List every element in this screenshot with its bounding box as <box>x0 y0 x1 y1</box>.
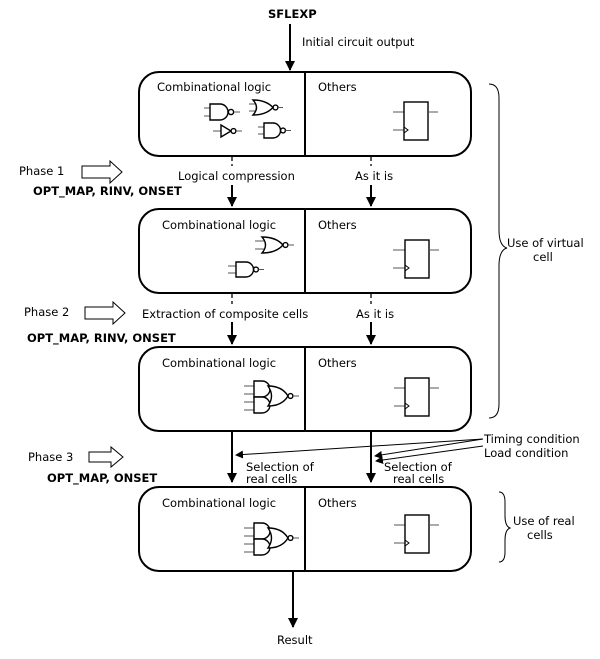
or-gate-icon <box>255 236 294 254</box>
block-1-left-title: Combinational logic <box>157 80 271 94</box>
load-condition-label: Load condition <box>484 446 568 460</box>
flip-flop-icon <box>393 239 439 279</box>
virtual-cell-brace <box>488 83 508 419</box>
real-cell-label-line2: cells <box>527 528 553 542</box>
block-2: Combinational logic Others <box>138 208 472 294</box>
timing-condition-arrow-left <box>235 438 484 459</box>
initial-output-label: Initial circuit output <box>302 35 415 49</box>
timing-condition-label: Timing condition <box>483 432 580 446</box>
block-3-right-title: Others <box>318 356 357 370</box>
phase-3-right-step-line1: Selection of <box>384 460 453 474</box>
phase-3-label: Phase 3 <box>28 450 73 464</box>
load-condition-arrow <box>375 445 484 464</box>
phase-3-options: OPT_MAP, ONSET <box>47 471 157 486</box>
phase-1-options: OPT_MAP, RINV, ONSET <box>33 184 182 199</box>
phase-1-left-step: Logical compression <box>178 169 295 183</box>
phase-1: Phase 1 OPT_MAP, RINV, ONSET Logical com… <box>19 156 393 207</box>
composite-cell-icon <box>244 380 299 414</box>
nand-gate-icon <box>228 261 264 278</box>
or-gate-icon <box>249 99 283 116</box>
block-1-right-title: Others <box>318 80 357 94</box>
phase-3: Phase 3 OPT_MAP, ONSET Selection of real… <box>28 432 453 486</box>
virtual-cell-label-line1: Use of virtual <box>507 236 584 250</box>
block-3: Combinational logic Others <box>138 346 472 432</box>
block-2-right-title: Others <box>318 218 357 232</box>
phase-1-right-step: As it is <box>355 169 393 183</box>
phase-3-right-step-line2: real cells <box>393 472 444 486</box>
result-label: Result <box>277 633 313 647</box>
phase-3-left-step-line2: real cells <box>246 472 297 486</box>
real-cell-label-line1: Use of real <box>513 514 575 528</box>
phase-1-label: Phase 1 <box>19 164 64 178</box>
block-3-left-title: Combinational logic <box>162 356 276 370</box>
real-cell-brace <box>498 491 512 563</box>
virtual-cell-label-line2: cell <box>533 250 553 264</box>
block-1: Combinational logic Others <box>138 71 472 157</box>
composite-cell-icon <box>244 522 299 556</box>
inverter-gate-icon <box>213 123 242 139</box>
phase-2: Phase 2 OPT_MAP, RINV, ONSET Extraction … <box>24 293 394 346</box>
nand-gate-icon <box>258 122 291 139</box>
phase-3-left-step-line1: Selection of <box>246 460 315 474</box>
flip-flop-icon <box>394 377 439 417</box>
phase-2-right-step: As it is <box>356 307 394 321</box>
nand-gate-icon <box>204 103 240 121</box>
phase-2-label: Phase 2 <box>24 305 69 319</box>
block-4-right-title: Others <box>318 496 357 510</box>
block-4-left-title: Combinational logic <box>162 496 276 510</box>
timing-condition-arrow-right <box>374 438 484 459</box>
phase-2-options: OPT_MAP, RINV, ONSET <box>27 331 176 346</box>
block-2-left-title: Combinational logic <box>162 218 276 232</box>
flip-flop-icon <box>394 514 439 554</box>
conditions: Timing condition Load condition <box>235 432 580 464</box>
phase-2-arrow-icon <box>84 300 126 326</box>
block-4: Combinational logic Others <box>138 486 472 572</box>
phase-1-arrow-icon <box>81 159 123 185</box>
flip-flop-icon <box>393 101 438 141</box>
phase-3-arrow-icon <box>88 445 124 469</box>
input-label: SFLEXP <box>268 7 317 21</box>
phase-2-left-step: Extraction of composite cells <box>142 307 308 321</box>
